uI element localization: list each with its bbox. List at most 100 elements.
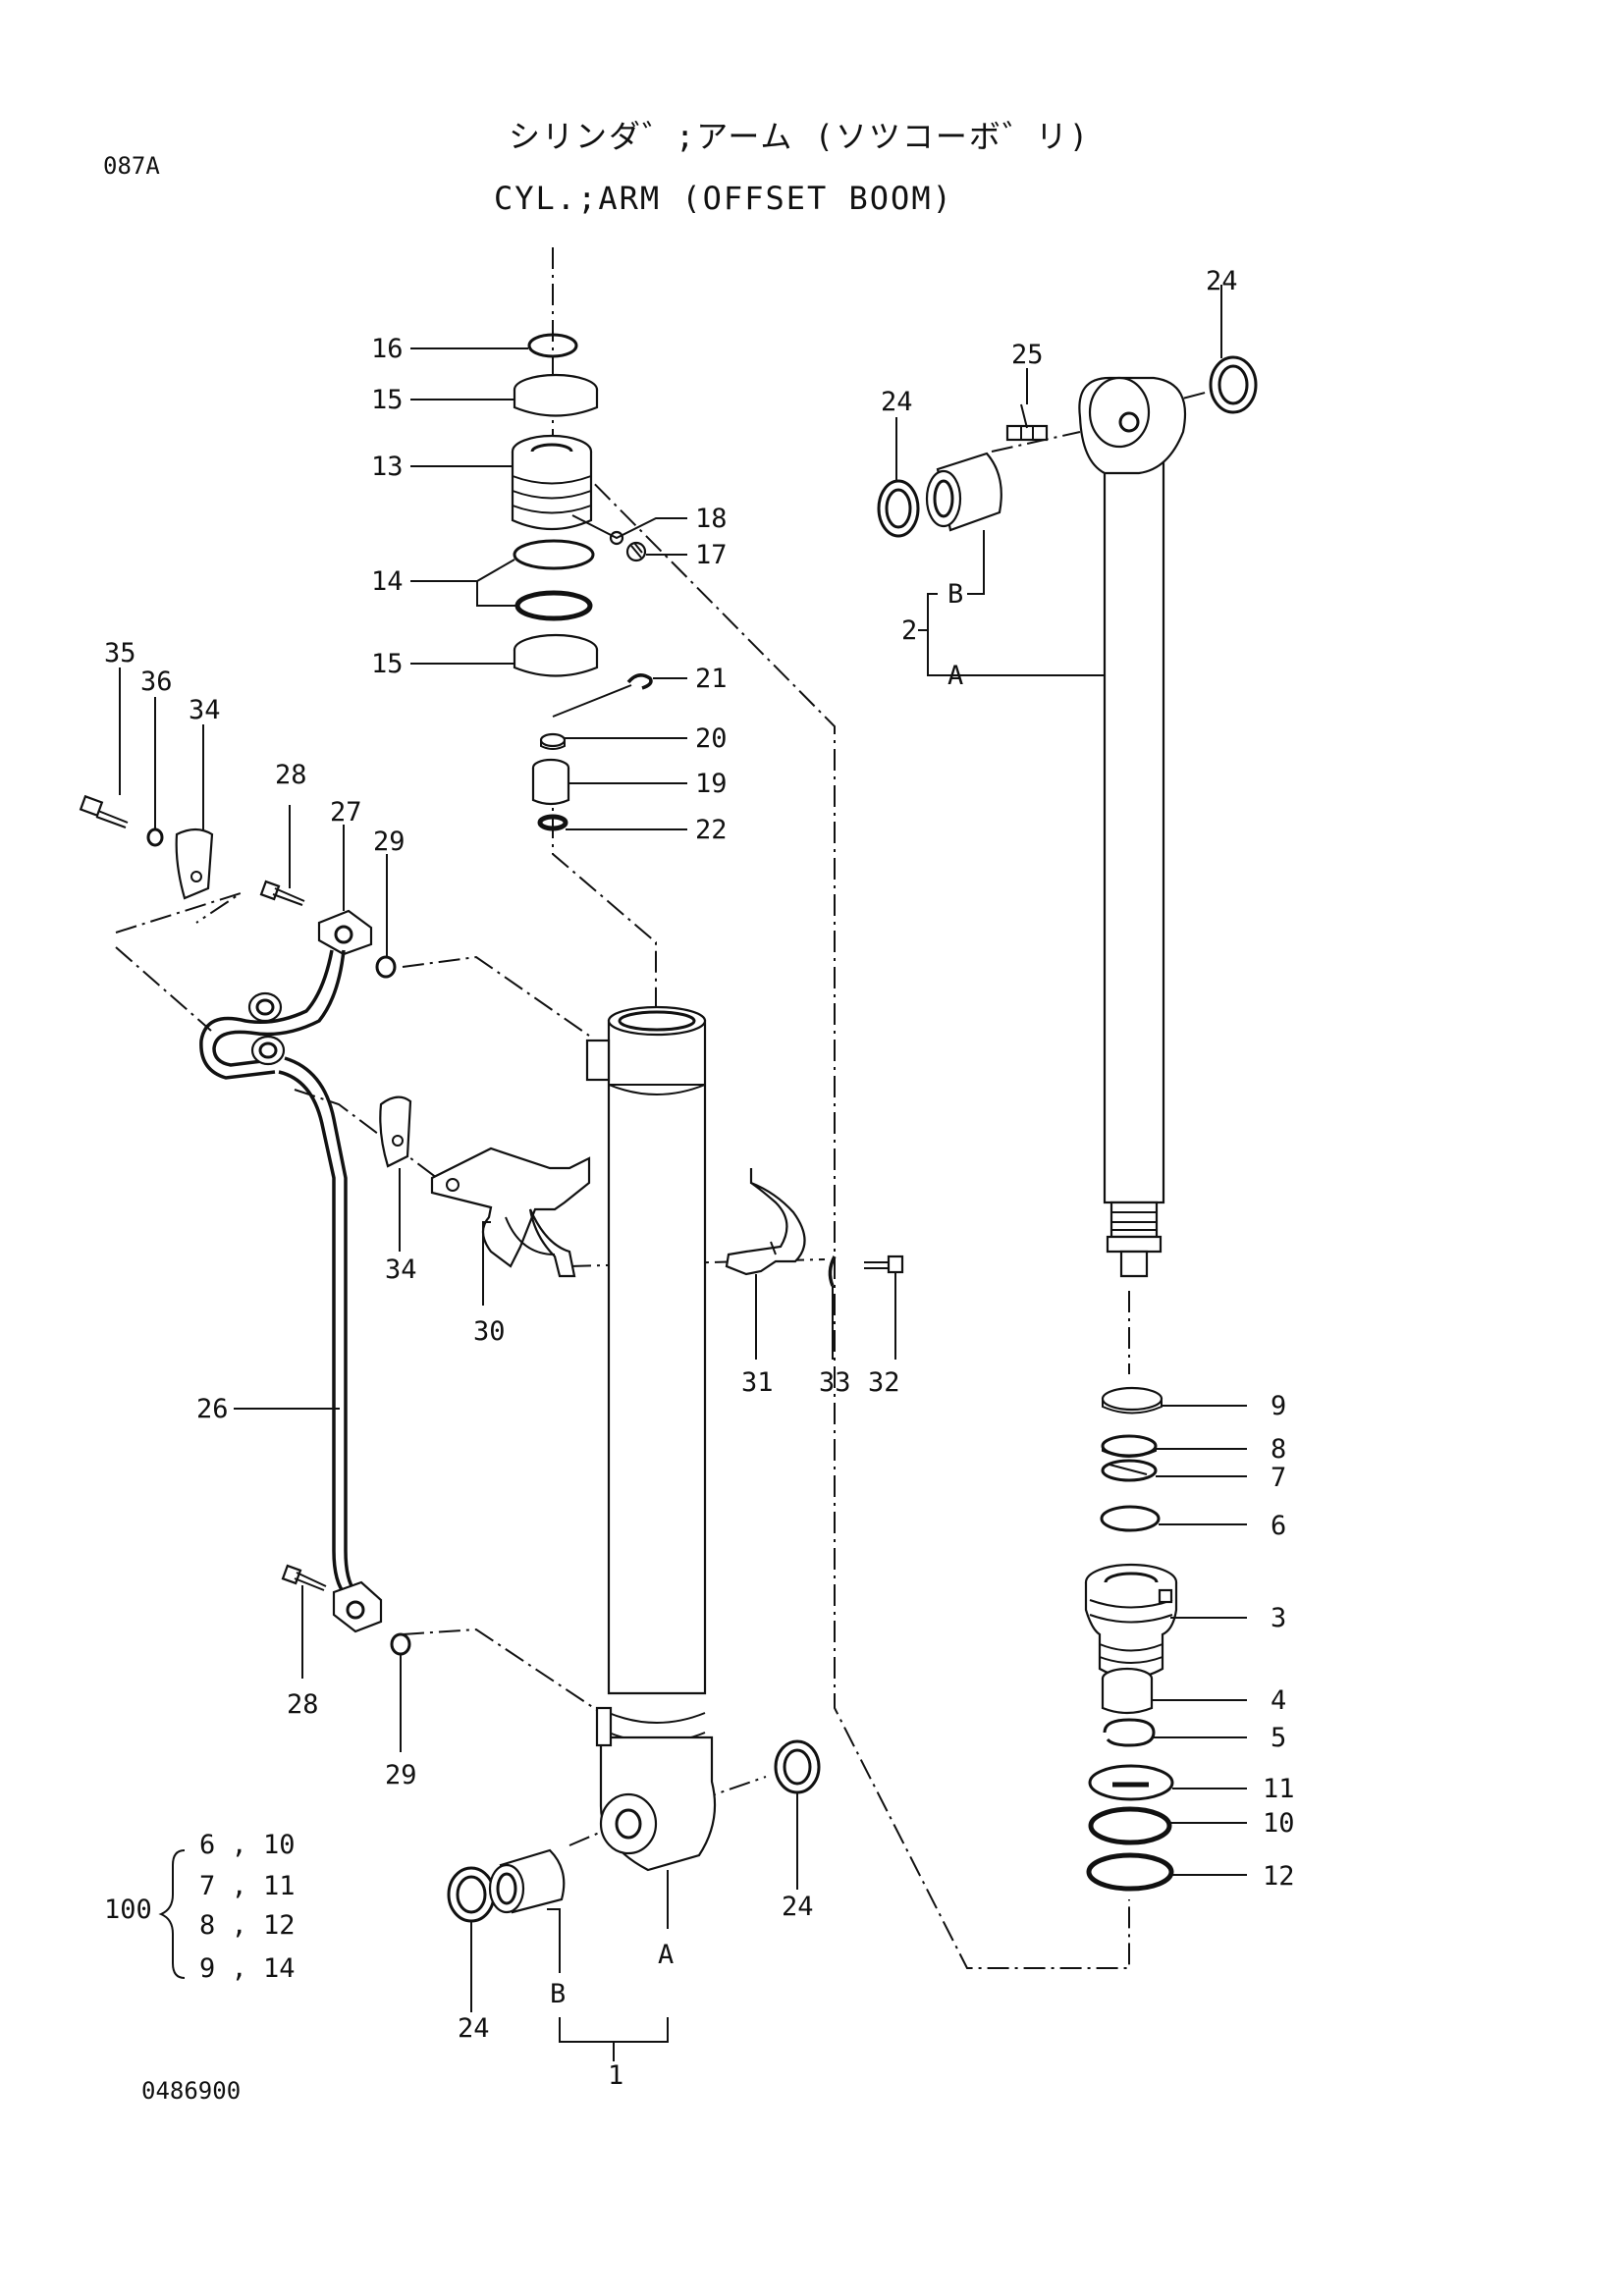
callout-26: 26 (196, 1394, 229, 1424)
part-7 (1101, 1459, 1158, 1482)
part-5 (1103, 1718, 1156, 1747)
callout-6: 6 (1271, 1511, 1286, 1541)
callout-31: 31 (741, 1367, 774, 1398)
leader-lines (119, 285, 1247, 2061)
part-31 (725, 1168, 806, 1276)
callout-28-top: 28 (275, 760, 307, 790)
callout-4: 4 (1271, 1685, 1286, 1716)
part-10 (1088, 1806, 1172, 1845)
part-29-bottom (390, 1632, 411, 1656)
part-36 (146, 828, 164, 847)
cylinder-tube (585, 1005, 717, 1872)
part-24-top-right (1209, 355, 1258, 414)
callout-20: 20 (695, 723, 728, 754)
part-15-top (513, 373, 599, 417)
part-25 (1005, 403, 1049, 442)
part-20 (539, 732, 567, 750)
part-24-bottom-left (447, 1866, 496, 1923)
part-28-bottom (281, 1564, 327, 1591)
tube-end-parts (447, 1739, 821, 1923)
flange-bottom (332, 1580, 383, 1633)
piston-rod (1078, 376, 1187, 1278)
callout-34-middle: 34 (385, 1255, 417, 1285)
callout-27: 27 (330, 797, 362, 828)
callout-16: 16 (371, 334, 404, 364)
title-english: CYL.;ARM (OFFSET BOOM) (494, 180, 953, 217)
part-24-bottom-right (774, 1739, 821, 1794)
callout-15-lower: 15 (371, 649, 404, 679)
part-22 (537, 814, 568, 831)
part-6 (1100, 1505, 1161, 1532)
callout-5: 5 (1271, 1723, 1286, 1753)
part-33 (828, 1255, 837, 1287)
callout-34-top: 34 (189, 695, 221, 725)
callout-10: 10 (1263, 1808, 1295, 1839)
callout-35: 35 (104, 638, 136, 668)
part-26 (199, 949, 357, 1597)
head-parts (511, 333, 653, 831)
part-14 (513, 539, 595, 621)
callout-22: 22 (695, 815, 728, 845)
bushing-2b (925, 452, 1002, 532)
callout-24-top-right: 24 (1206, 266, 1238, 296)
callout-32: 32 (868, 1367, 900, 1398)
part-21 (626, 673, 653, 690)
part-15-lower (513, 633, 599, 677)
part-34-top (175, 828, 214, 900)
callout-24-top-left: 24 (881, 387, 913, 417)
callout-25: 25 (1011, 340, 1044, 370)
piston-parts (1084, 1386, 1178, 1892)
part-34-middle (379, 1095, 412, 1168)
part-8 (1101, 1434, 1158, 1458)
callout-7: 7 (1271, 1463, 1286, 1493)
part-24-top-left (877, 479, 920, 538)
callout-1: 1 (608, 2060, 623, 2091)
part-35 (79, 794, 129, 828)
callout-28-bottom: 28 (287, 1689, 319, 1720)
rod-end-parts (877, 355, 1258, 538)
callout-8: 8 (1271, 1434, 1286, 1465)
kit-row-4: 9 , 14 (199, 1953, 296, 1984)
part-12 (1086, 1852, 1174, 1892)
callout-9: 9 (1271, 1391, 1286, 1421)
part-32 (864, 1255, 904, 1274)
part-9 (1101, 1386, 1163, 1415)
part-16 (527, 333, 578, 358)
part-13 (511, 434, 593, 531)
part-30 (430, 1147, 591, 1278)
callout-labels: 16 15 13 18 17 14 15 21 20 19 22 35 36 3… (104, 266, 1295, 2091)
page-code: 087A (103, 152, 160, 180)
part-4 (1101, 1667, 1154, 1715)
seal-kit-legend: 100 6 , 10 7 , 11 8 , 12 9 , 14 (104, 1830, 296, 1984)
kit-number: 100 (104, 1895, 152, 1925)
kit-row-3: 8 , 12 (199, 1910, 296, 1941)
callout-36: 36 (140, 667, 173, 697)
part-27 (317, 909, 373, 956)
callout-2-a: A (947, 661, 963, 691)
callout-33: 33 (819, 1367, 851, 1398)
drawing-number: 0486900 (141, 2077, 241, 2105)
callout-21: 21 (695, 664, 728, 694)
callout-13: 13 (371, 452, 404, 482)
title-japanese: シリンダ゛;アーム (ソツコーボ゛リ) (509, 118, 1090, 155)
callout-24-bottom-left: 24 (458, 2013, 490, 2044)
part-28-top (259, 880, 305, 906)
part-29-top (375, 955, 397, 979)
callout-29-bottom: 29 (385, 1760, 417, 1790)
bushing-1b (488, 1848, 566, 1914)
part-3 (1084, 1563, 1178, 1679)
callout-17: 17 (695, 540, 728, 570)
part-17 (625, 541, 647, 562)
callout-1-b: B (550, 1979, 566, 2009)
callout-12: 12 (1263, 1861, 1295, 1892)
part-19 (531, 758, 570, 806)
callout-11: 11 (1263, 1774, 1295, 1804)
part-11 (1088, 1764, 1174, 1801)
callout-1-a: A (658, 1940, 674, 1970)
callout-30: 30 (473, 1316, 506, 1347)
kit-row-1: 6 , 10 (199, 1830, 296, 1860)
callout-15-top: 15 (371, 385, 404, 415)
piping (79, 794, 904, 1656)
callout-2-b: B (947, 579, 963, 610)
